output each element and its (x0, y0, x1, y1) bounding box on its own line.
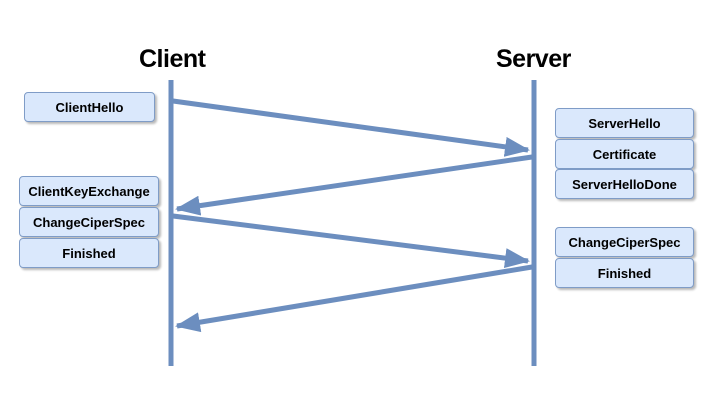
arrow-server-to-client-1 (175, 154, 533, 216)
arrow-client-to-server-1 (172, 98, 530, 157)
client-msg-clientkeyexchange: ClientKeyExchange (19, 176, 159, 206)
server-msg-serverhellodone: ServerHelloDone (555, 169, 694, 199)
server-msg-finished: Finished (555, 258, 694, 288)
arrow-client-to-server-2 (172, 213, 530, 269)
server-msg-certificate: Certificate (555, 139, 694, 169)
server-label: Server (496, 45, 571, 73)
client-msg-finished: Finished (19, 238, 159, 268)
server-msg-changecipherspec: ChangeCiperSpec (555, 227, 694, 257)
client-msg-clienthello: ClientHello (24, 92, 155, 122)
client-msg-changecipherspec: ChangeCiperSpec (19, 207, 159, 237)
client-label: Client (139, 45, 206, 73)
server-msg-serverhello: ServerHello (555, 108, 694, 138)
arrow-server-to-client-2 (175, 264, 533, 333)
